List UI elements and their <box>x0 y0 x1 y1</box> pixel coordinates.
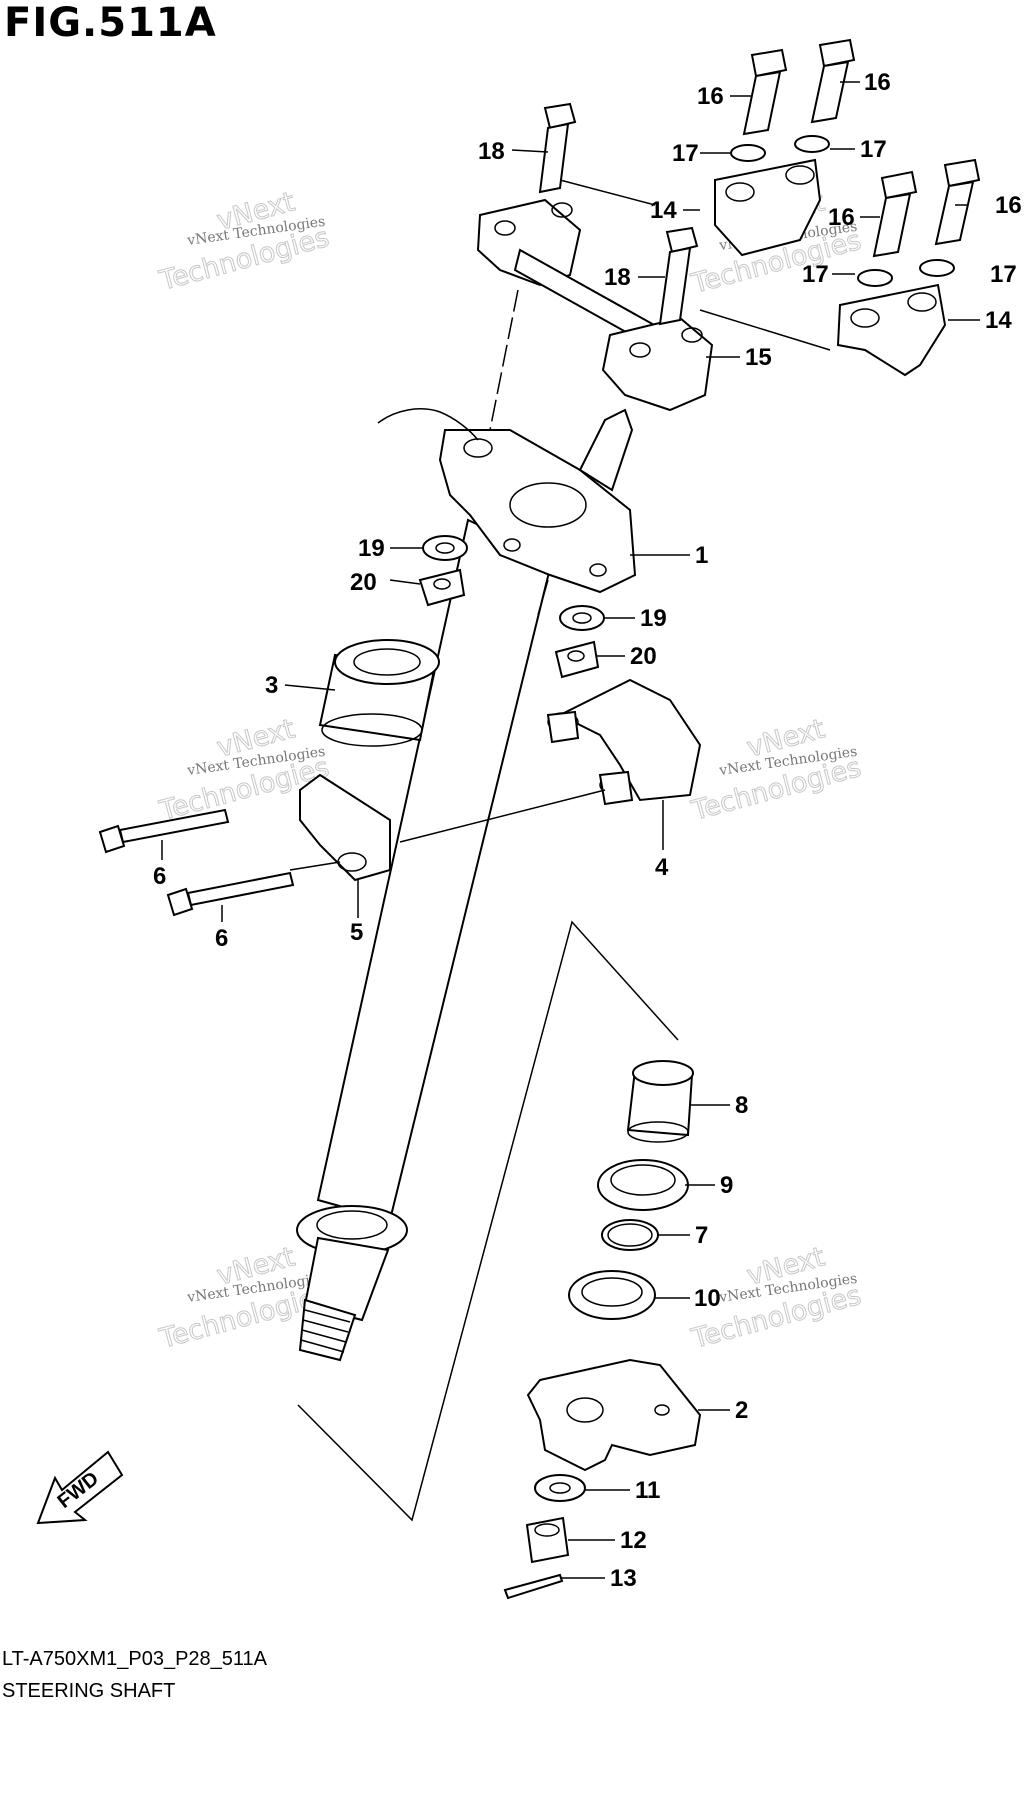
group-bracket-lower <box>297 920 679 1522</box>
callout-15: 15 <box>745 344 772 371</box>
axis-line-shaft <box>537 579 549 616</box>
part-1-upper-holder <box>377 408 637 594</box>
part-17-washer-c <box>857 269 893 287</box>
part-4-holder <box>546 678 702 806</box>
fwd-arrow-icon: FWD <box>36 1450 124 1525</box>
callout-6: 6 <box>215 925 228 952</box>
callout-3: 3 <box>265 672 278 699</box>
callout-14: 14 <box>650 197 677 224</box>
watermark-group-4: vNext Technologies vNext Technologies <box>687 713 865 828</box>
part-18-bolt-a <box>538 102 577 194</box>
callout-16: 16 <box>995 192 1022 219</box>
axis-line-4-5 <box>399 789 606 843</box>
leader-lines <box>161 81 980 1579</box>
part-6-bolt-a <box>98 808 230 854</box>
callout-19: 19 <box>358 535 385 562</box>
part-17-washer-a <box>730 144 766 162</box>
part-2-steering-arm <box>526 1358 702 1472</box>
part-20-nut-right <box>554 640 600 679</box>
part-20-nut-left <box>418 568 466 607</box>
callout-17: 17 <box>990 261 1017 288</box>
part-19-washer-left <box>422 535 468 561</box>
callout-16: 16 <box>864 69 891 96</box>
part-17-washer-d <box>919 259 955 277</box>
steering-shaft <box>296 518 554 1362</box>
part-16-bolt-a <box>742 48 788 136</box>
callout-19: 19 <box>640 605 667 632</box>
part-14-clamp-a <box>714 158 822 257</box>
callout-17: 17 <box>802 261 829 288</box>
figure-title: FIG.511A <box>4 0 217 46</box>
part-10-seal <box>568 1270 656 1320</box>
callout-18: 18 <box>478 138 505 165</box>
leader-14b-link <box>699 309 831 351</box>
part-16-bolt-c <box>872 170 918 258</box>
part-8-collar <box>626 1060 694 1143</box>
axis-line-18a <box>487 289 519 441</box>
part-11-washer <box>534 1474 586 1502</box>
callout-1: 1 <box>695 542 708 569</box>
model-code: LT-A750XM1_P03_P28_511A <box>2 1648 268 1670</box>
callout-9: 9 <box>720 1172 733 1199</box>
part-18-bolt-b <box>658 226 699 326</box>
callout-7: 7 <box>695 1222 708 1249</box>
part-9-bearing <box>597 1159 689 1211</box>
callout-20: 20 <box>350 569 377 596</box>
callout-2: 2 <box>735 1397 748 1424</box>
callout-16: 16 <box>697 83 724 110</box>
callout-20: 20 <box>630 643 657 670</box>
figure-name: STEERING SHAFT <box>2 1680 176 1702</box>
callout-5: 5 <box>350 919 363 946</box>
part-3-bushing <box>318 639 440 747</box>
callout-11: 11 <box>635 1477 660 1504</box>
part-5-holder <box>299 773 391 882</box>
callout-17: 17 <box>860 136 887 163</box>
part-16-bolt-d <box>934 158 981 246</box>
axis-line-6b <box>289 861 341 871</box>
callout-16: 16 <box>828 204 855 231</box>
watermark-group-1: vNext Technologies vNext Technologies <box>155 186 333 298</box>
callout-17: 17 <box>672 140 699 167</box>
callout-4: 4 <box>655 854 669 881</box>
part-15-upper-bracket <box>476 198 714 412</box>
part-6-bolt-b <box>166 871 295 917</box>
part-16-bolt-b <box>810 38 856 124</box>
part-13-cotter-pin <box>503 1573 564 1600</box>
part-14-clamp-b <box>836 283 947 377</box>
callout-18: 18 <box>604 264 631 291</box>
callout-12: 12 <box>620 1527 647 1554</box>
callout-10: 10 <box>694 1285 721 1312</box>
callout-8: 8 <box>735 1092 748 1119</box>
callout-6: 6 <box>153 863 166 890</box>
leader-14a-link <box>559 179 656 206</box>
part-17-washer-b <box>794 135 830 153</box>
part-19-washer-right <box>559 605 605 631</box>
part-12-nut <box>525 1516 570 1564</box>
callout-14: 14 <box>985 307 1012 334</box>
callout-13: 13 <box>610 1565 637 1592</box>
